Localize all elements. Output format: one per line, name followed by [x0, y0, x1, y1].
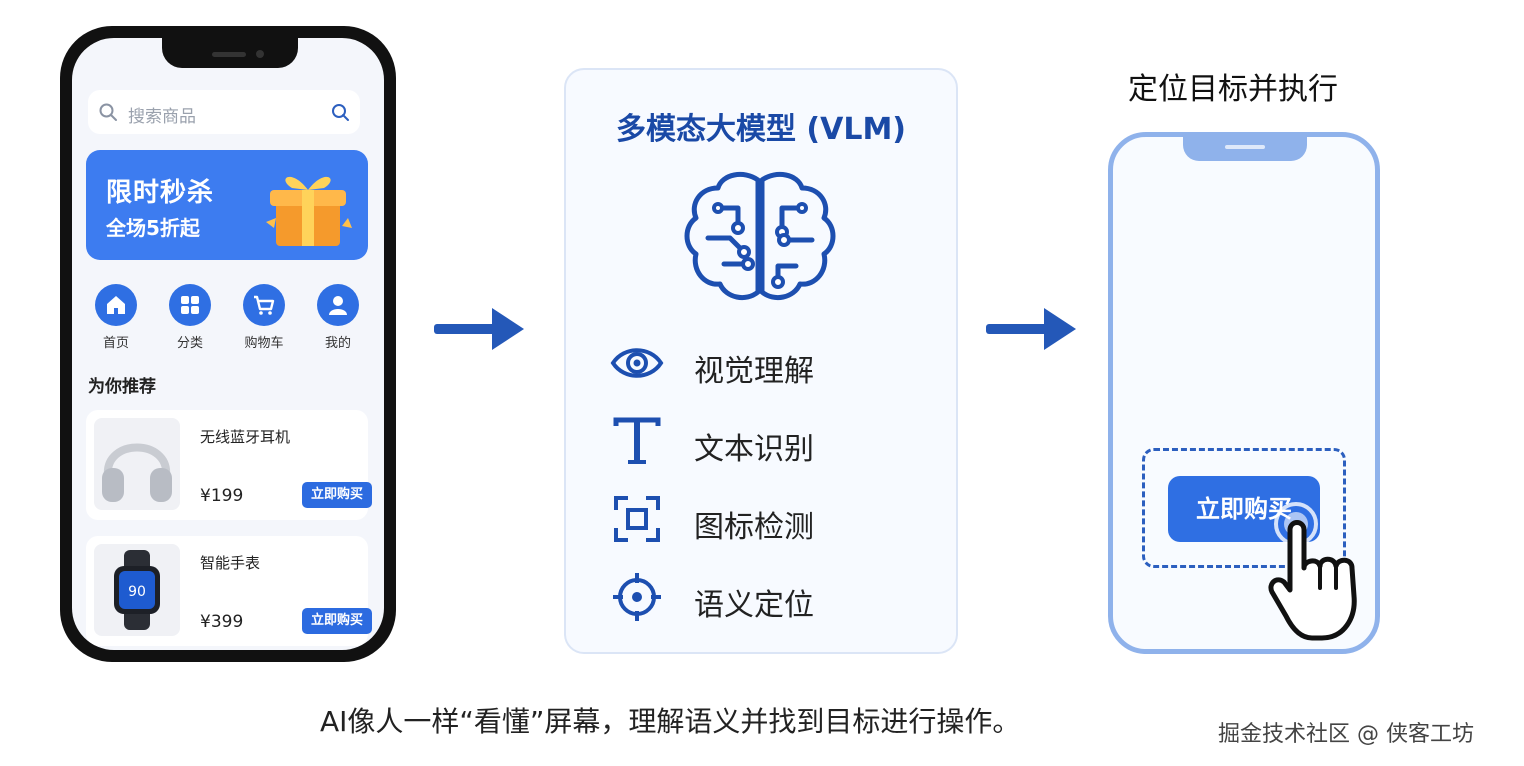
gift-icon [266, 176, 352, 246]
flow-arrow-icon [986, 308, 1076, 350]
smartwatch-image: 90 [114, 550, 160, 630]
nav-item-category[interactable]: 分类 [160, 284, 220, 351]
phone-notch [1183, 135, 1307, 161]
buy-now-button[interactable]: 立即购买 [302, 482, 372, 508]
product-name: 无线蓝牙耳机 [200, 428, 291, 446]
grid-icon [181, 296, 199, 314]
feature-icon-detection: 图标检测 [610, 494, 930, 545]
nav-item-label: 首页 [102, 336, 129, 351]
target-highlight-box [1142, 448, 1346, 568]
feature-semantic-locating: 语义定位 [610, 572, 930, 623]
vlm-title: 多模态大模型 (VLM) [615, 112, 907, 147]
feature-label: 语义定位 [694, 588, 814, 623]
nav-item-home[interactable]: 首页 [86, 284, 146, 351]
search-placeholder: 搜索商品 [128, 107, 196, 127]
text-icon [613, 417, 661, 464]
flash-sale-banner[interactable]: 限时秒杀 全场5折起 [86, 150, 368, 260]
phone-notch [162, 38, 298, 68]
feature-label: 文本识别 [694, 432, 814, 467]
svg-text:90: 90 [128, 584, 146, 600]
crosshair-icon [613, 573, 661, 621]
home-icon [107, 296, 125, 314]
pointing-hand-icon [1268, 502, 1357, 641]
execute-title: 定位目标并执行 [1128, 72, 1338, 107]
nav-item-profile[interactable]: 我的 [308, 284, 368, 351]
scan-icon[interactable] [330, 102, 350, 122]
nav-item-label: 分类 [176, 336, 203, 351]
buy-now-button[interactable]: 立即购买 [302, 608, 372, 634]
feature-text-recognition: 文本识别 [610, 416, 930, 467]
product-card[interactable]: 90 智能手表 ¥399 立即购买 [86, 536, 372, 646]
source-phone: 搜索商品 限时秒杀 全场5折起 首页 [60, 26, 396, 662]
caption-text: AI像人一样“看懂”屏幕，理解语义并找到目标进行操作。 [320, 705, 1021, 738]
nav-item-label: 购物车 [244, 336, 284, 351]
product-name: 智能手表 [200, 554, 261, 572]
category-nav: 首页 分类 购物车 我的 [86, 284, 368, 354]
feature-label: 图标检测 [694, 510, 814, 545]
nav-item-cart[interactable]: 购物车 [234, 284, 294, 351]
recommend-title: 为你推荐 [88, 377, 156, 397]
detect-frame-icon [614, 496, 660, 542]
feature-label: 视觉理解 [694, 354, 814, 389]
headphones-image [102, 443, 172, 502]
product-card[interactable]: 无线蓝牙耳机 ¥199 立即购买 [86, 410, 372, 520]
product-image: 90 [94, 544, 180, 636]
source-phone-screen: 搜索商品 限时秒杀 全场5折起 首页 [72, 38, 384, 650]
product-price: ¥399 [200, 612, 244, 632]
cart-icon [254, 295, 275, 315]
nav-item-label: 我的 [324, 336, 351, 351]
product-price: ¥199 [200, 486, 244, 506]
banner-title: 限时秒杀 [106, 178, 215, 208]
vlm-panel: 多模态大模型 (VLM) 视觉理解 [564, 68, 958, 654]
eye-icon [610, 348, 664, 378]
product-image [94, 418, 180, 510]
user-icon [329, 296, 347, 315]
brain-icon [684, 171, 836, 301]
flow-arrow-icon [434, 308, 524, 350]
search-icon [99, 103, 117, 121]
search-bar[interactable]: 搜索商品 [88, 90, 360, 134]
feature-visual-understanding: 视觉理解 [610, 338, 930, 389]
banner-subtitle: 全场5折起 [106, 216, 200, 240]
watermark-text: 掘金技术社区 @ 侠客工坊 [1218, 722, 1474, 747]
